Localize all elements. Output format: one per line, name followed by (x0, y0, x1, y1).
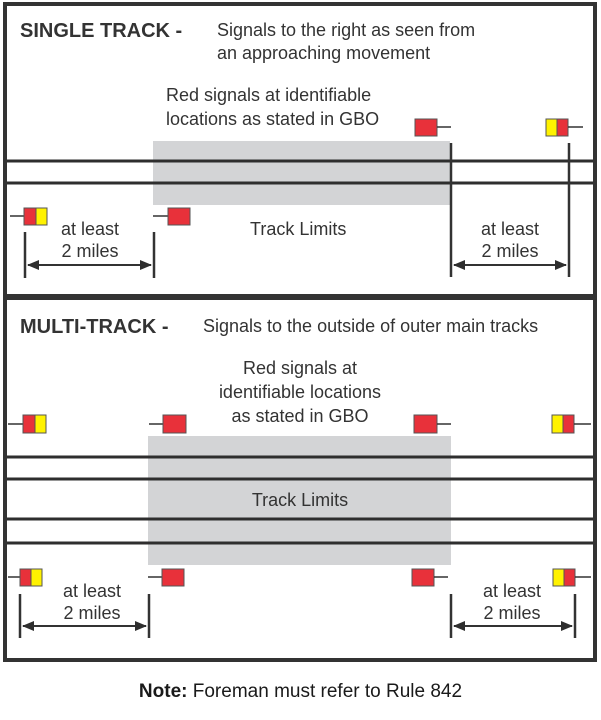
multi-red-signal-top-left (149, 414, 187, 434)
multi-red-signal-top-right (413, 414, 451, 434)
multi-distance-left-line1: at least (63, 581, 121, 601)
multi-distance-left: at least 2 miles (18, 581, 151, 638)
footer-note: Note: Foreman must refer to Rule 842 (0, 681, 601, 703)
single-distance-left: at least 2 miles (23, 219, 156, 278)
multi-distance-left-line2: 2 miles (63, 603, 120, 623)
single-distance-right: at least 2 miles (449, 143, 571, 277)
multi-advance-signal-bottom-left (8, 568, 43, 587)
single-distance-left-line1: at least (61, 219, 119, 239)
multi-track-panel: MULTI-TRACK - Signals to the outside of … (3, 296, 597, 662)
single-track-limits-label: Track Limits (250, 219, 346, 239)
single-red-signals-line1: Red signals at identifiable (166, 85, 371, 105)
single-distance-right-line2: 2 miles (481, 241, 538, 261)
note-label: Note: (138, 681, 188, 702)
single-advance-signal-left (10, 207, 48, 226)
multi-red-signals-line2: identifiable locations (219, 382, 381, 402)
single-track-description-line1: Signals to the right as seen from (217, 20, 475, 40)
single-track-description-line2: an approaching movement (217, 43, 430, 63)
multi-red-signal-bottom-left (148, 568, 185, 587)
multi-track-limits-label: Track Limits (252, 490, 348, 510)
single-track-heading: SINGLE TRACK - (20, 20, 182, 42)
multi-track-description: Signals to the outside of outer main tra… (203, 316, 538, 336)
multi-distance-right-line2: 2 miles (483, 603, 540, 623)
single-advance-signal-right (545, 118, 583, 137)
note-text: Foreman must refer to Rule 842 (187, 681, 463, 702)
single-red-signal-left (153, 207, 191, 226)
single-track-panel: SINGLE TRACK - Signals to the right as s… (3, 2, 597, 298)
multi-red-signal-bottom-right (411, 568, 448, 587)
multi-advance-signal-top-left (8, 414, 47, 434)
multi-distance-right: at least 2 miles (449, 581, 577, 638)
multi-advance-signal-top-right (551, 414, 591, 434)
multi-track-heading: MULTI-TRACK - (20, 316, 168, 338)
single-distance-right-line1: at least (481, 219, 539, 239)
single-track-limits-area (153, 141, 450, 205)
multi-advance-signal-bottom-right (552, 568, 591, 587)
single-distance-left-line2: 2 miles (61, 241, 118, 261)
multi-red-signals-line1: Red signals at (243, 358, 357, 378)
single-red-signal-right (414, 118, 451, 137)
multi-distance-right-line1: at least (483, 581, 541, 601)
single-red-signals-line2: locations as stated in GBO (166, 109, 379, 129)
multi-red-signals-line3: as stated in GBO (231, 406, 368, 426)
